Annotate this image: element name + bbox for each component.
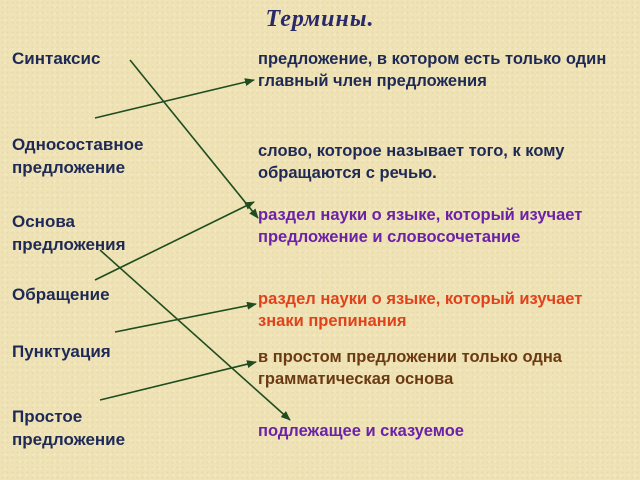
term-address: Обращение — [12, 285, 110, 304]
term-syntax: Синтаксис — [12, 49, 101, 68]
page-title: Термины. — [265, 6, 375, 32]
arrow-sentence-basis — [99, 249, 291, 421]
arrow-punctuation — [114, 301, 257, 333]
arrow-address — [94, 201, 255, 281]
definition-punctuation-science: раздел науки о языке, который изучает зн… — [258, 290, 583, 330]
definition-one-main-member: предложение, в котором есть только один … — [258, 50, 607, 90]
definition-address-word: слово, которое называет того, к кому обр… — [258, 142, 565, 182]
arrow-syntax — [129, 59, 259, 219]
term-simple-sentence: Простое предложение — [12, 407, 126, 449]
definition-single-basis: в простом предложении только одна грамма… — [258, 348, 562, 388]
definition-syntax-science: раздел науки о языке, который изучает пр… — [258, 206, 583, 246]
definition-subject-predicate: подлежащее и сказуемое — [258, 422, 464, 440]
term-punctuation: Пунктуация — [12, 342, 111, 361]
arrow-simple-sentence — [99, 360, 257, 401]
arrow-one-part-sentence — [94, 78, 255, 119]
term-one-part-sentence: Односоставное предложение — [12, 135, 144, 177]
term-sentence-basis: Основа предложения — [12, 212, 126, 254]
